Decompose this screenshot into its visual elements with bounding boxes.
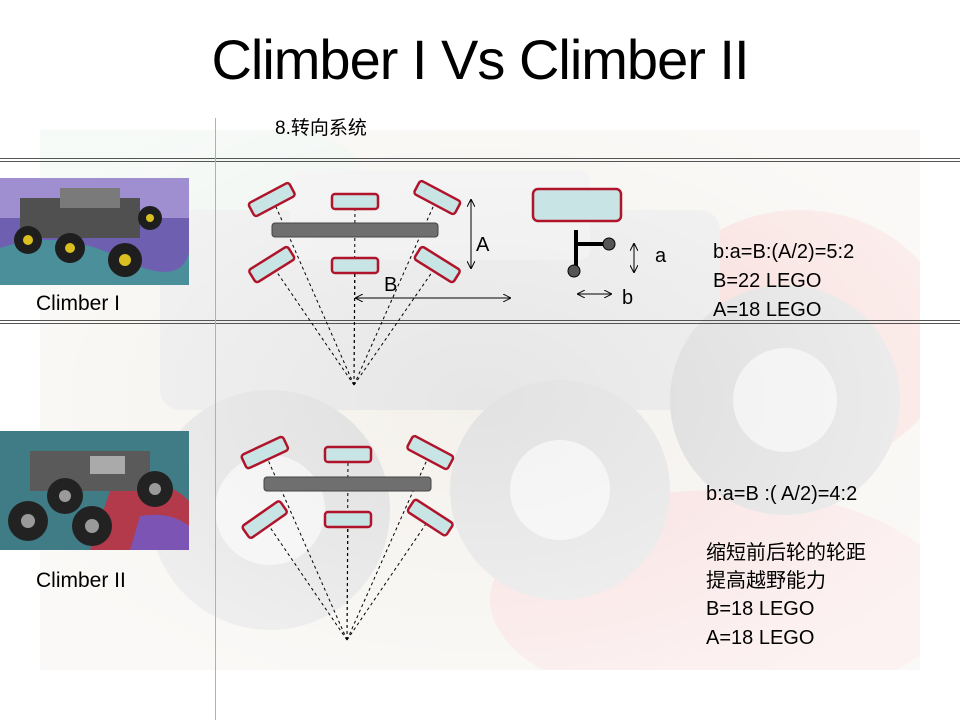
linkage-wheel xyxy=(531,187,623,223)
linkage-pivot xyxy=(567,264,581,278)
divider-top-a xyxy=(0,158,960,159)
dimension-B-label: B xyxy=(384,274,397,296)
divider-vertical xyxy=(215,118,216,720)
climber2-axle xyxy=(263,476,432,492)
climber1-photo xyxy=(0,178,189,285)
wheel xyxy=(247,181,296,218)
climber2-diagram xyxy=(240,434,455,641)
slide-title: Climber I Vs Climber II xyxy=(211,28,749,91)
climber2-notes: b:a=B :( A/2)=4:2 缩短前后轮的轮距 提高越野能力 B=18 L… xyxy=(706,483,866,649)
wheel xyxy=(330,256,380,275)
climber2-note: 提高越野能力 xyxy=(706,569,826,592)
dimension-a-label: a xyxy=(655,245,667,267)
wheel xyxy=(240,435,290,470)
divider-top-b xyxy=(0,161,960,162)
divider-mid-b xyxy=(0,323,960,324)
slide-subtitle: 8.转向系统 xyxy=(275,118,367,139)
wheel xyxy=(323,445,373,464)
climber2-turn-lines xyxy=(264,452,431,641)
climber1-wheels xyxy=(247,179,462,284)
divider-mid-a xyxy=(0,320,960,321)
climber1-axle xyxy=(271,222,439,238)
climber1-note: A=18 LEGO xyxy=(713,299,821,321)
climber2-note: A=18 LEGO xyxy=(706,627,814,649)
wheel xyxy=(413,245,461,284)
wheel xyxy=(241,500,288,539)
climber2-wheels xyxy=(240,434,455,539)
climber1-note: b:a=B:(A/2)=5:2 xyxy=(713,241,854,263)
climber1-notes: b:a=B:(A/2)=5:2 B=22 LEGO A=18 LEGO xyxy=(713,241,854,321)
dimension-b-label: b xyxy=(622,287,633,309)
wheel xyxy=(323,510,373,529)
wheel xyxy=(248,245,296,284)
wheel xyxy=(330,192,380,211)
climber2-label: Climber II xyxy=(36,569,126,592)
wheel xyxy=(413,179,462,216)
dimension-A-label: A xyxy=(476,234,490,256)
climber1-label: Climber I xyxy=(36,292,121,315)
linkage-joint xyxy=(602,237,616,251)
wheel xyxy=(406,498,454,537)
climber1-note: B=22 LEGO xyxy=(713,270,821,292)
climber2-note: b:a=B :( A/2)=4:2 xyxy=(706,483,857,505)
climber1-diagram: A B a b xyxy=(247,179,667,386)
climber2-note: B=18 LEGO xyxy=(706,598,814,620)
climber2-note: 缩短前后轮的轮距 xyxy=(706,541,866,564)
wheel xyxy=(406,434,455,471)
climber2-photo xyxy=(0,431,189,550)
